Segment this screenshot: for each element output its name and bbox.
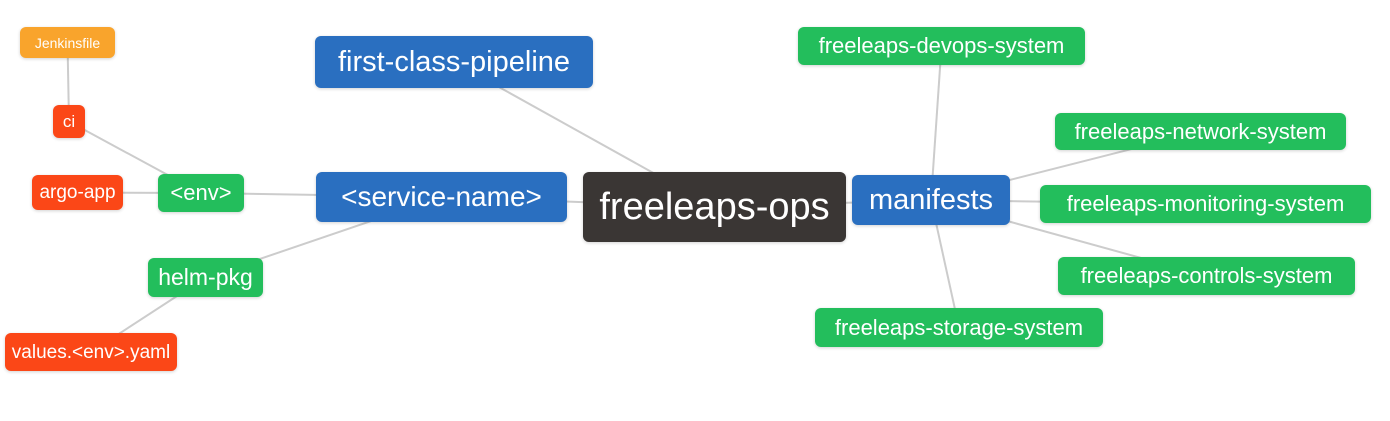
node-devops-system[interactable]: freeleaps-devops-system bbox=[798, 27, 1085, 65]
node-manifests[interactable]: manifests bbox=[852, 175, 1010, 225]
node-helm-pkg[interactable]: helm-pkg bbox=[148, 258, 263, 297]
edge-manifests--devops-system bbox=[930, 45, 943, 201]
node-network-system[interactable]: freeleaps-network-system bbox=[1055, 113, 1346, 150]
node-freeleaps-ops[interactable]: freeleaps-ops bbox=[583, 172, 846, 242]
node-service-name[interactable]: <service-name> bbox=[316, 172, 567, 222]
node-monitoring-system[interactable]: freeleaps-monitoring-system bbox=[1040, 185, 1371, 223]
node-values-env-yaml[interactable]: values.<env>.yaml bbox=[5, 333, 177, 371]
node-storage-system[interactable]: freeleaps-storage-system bbox=[815, 308, 1103, 347]
node-controls-system[interactable]: freeleaps-controls-system bbox=[1058, 257, 1355, 295]
node-jenkinsfile[interactable]: Jenkinsfile bbox=[20, 27, 115, 58]
node-ci[interactable]: ci bbox=[53, 105, 85, 138]
node-env[interactable]: <env> bbox=[158, 174, 244, 212]
node-first-class-pipeline[interactable]: first-class-pipeline bbox=[315, 36, 593, 88]
node-argo-app[interactable]: argo-app bbox=[32, 175, 123, 210]
